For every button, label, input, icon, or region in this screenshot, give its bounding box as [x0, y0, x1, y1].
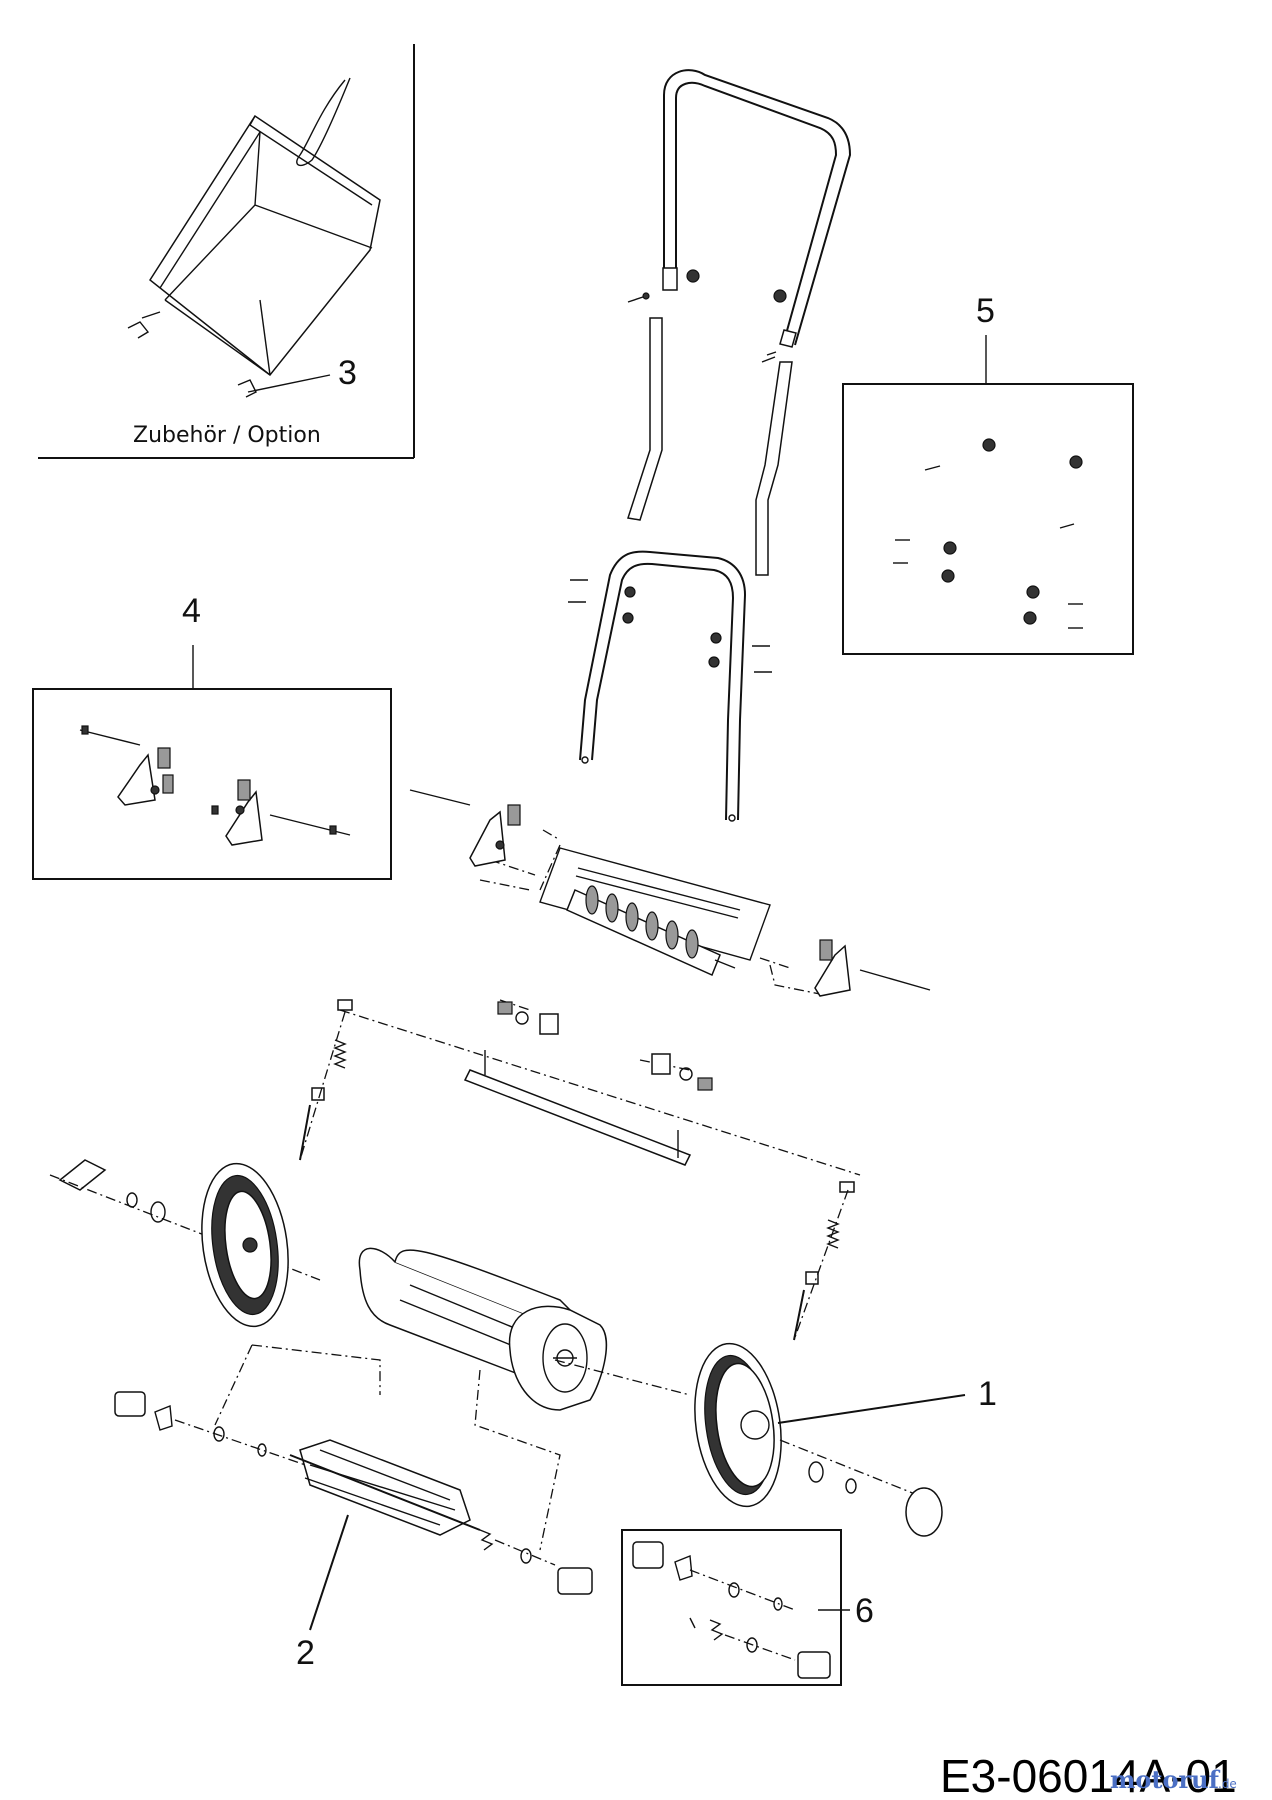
right-wheel — [694, 1342, 966, 1537]
hardware-kit-box — [842, 383, 1134, 655]
main-frame — [358, 1247, 691, 1411]
cutting-cylinder — [114, 1344, 593, 1631]
lower-handle — [568, 550, 772, 822]
option-frame — [38, 44, 415, 459]
rear-roller-assembly — [479, 829, 826, 996]
drawing-code: E3-06014A-01 — [940, 1750, 1237, 1800]
roller-brackets — [409, 789, 931, 997]
height-springs — [299, 999, 855, 1341]
height-adjust-parts — [79, 725, 351, 846]
watermark-tld: .de — [1218, 1777, 1237, 1791]
callout-3: 3 — [338, 354, 357, 392]
callout-4: 4 — [182, 592, 201, 630]
watermark-brand: motoruf — [1110, 1765, 1221, 1794]
callout-6: 6 — [855, 1592, 874, 1630]
roller-rings — [585, 885, 699, 959]
callout-5: 5 — [976, 292, 995, 330]
grass-catcher — [127, 77, 381, 398]
bearing-kit-parts — [632, 1541, 831, 1679]
hardware-parts — [893, 438, 1083, 629]
option-caption: Zubehör / Option — [133, 423, 321, 448]
height-adjust-kit-box — [32, 688, 392, 880]
bearing-kit-box — [621, 1529, 842, 1686]
bed-knife — [339, 999, 861, 1176]
callout-1: 1 — [978, 1375, 997, 1413]
left-wheel — [49, 1159, 321, 1328]
middle-handle-tubes — [627, 317, 793, 576]
callout-2: 2 — [296, 1634, 315, 1672]
upper-handle — [627, 69, 852, 348]
